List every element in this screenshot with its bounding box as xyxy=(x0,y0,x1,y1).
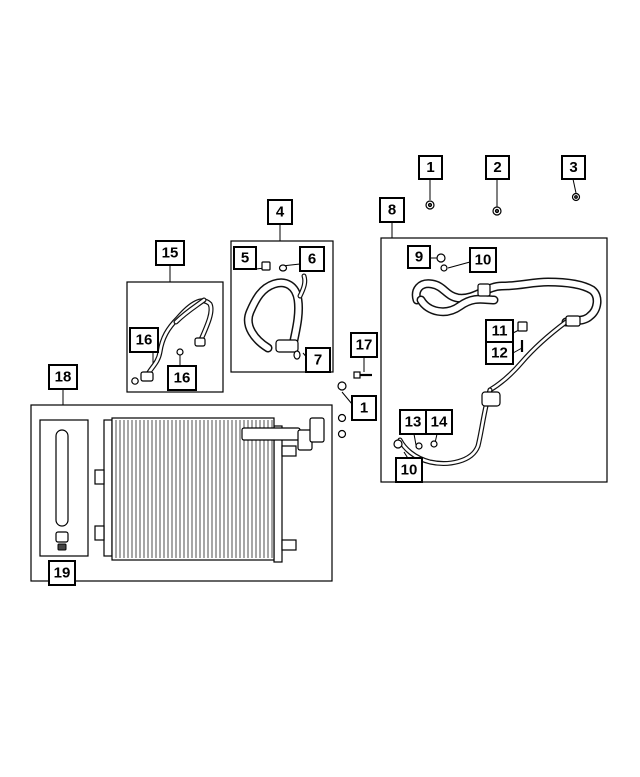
frame-group-8 xyxy=(380,237,608,483)
callout-2: 2 xyxy=(485,155,510,180)
callout-7: 7 xyxy=(305,347,331,373)
condenser-fins xyxy=(115,420,273,558)
svg-text:17: 17 xyxy=(356,337,373,354)
callout-17: 17 xyxy=(350,332,378,358)
svg-text:9: 9 xyxy=(415,249,423,266)
svg-text:4: 4 xyxy=(276,204,285,221)
receiver-drier-icon-19 xyxy=(39,419,89,557)
svg-text:3: 3 xyxy=(569,159,577,176)
callout-11: 11 xyxy=(485,319,514,343)
leader-lines xyxy=(62,178,577,461)
svg-text:10: 10 xyxy=(475,252,492,269)
callout-3: 3 xyxy=(561,155,586,180)
svg-text:16: 16 xyxy=(174,370,191,387)
condenser-icon xyxy=(94,417,325,563)
nut-icon-3 xyxy=(571,192,581,202)
svg-text:11: 11 xyxy=(492,323,508,340)
nut-icon-2 xyxy=(492,206,502,216)
bolt-icon-17 xyxy=(353,371,372,379)
svg-text:16: 16 xyxy=(136,332,153,349)
svg-text:1: 1 xyxy=(426,159,434,176)
callout-9: 9 xyxy=(407,245,431,269)
callouts: 1 2 3 4 8 15 5 6 9 10 11 12 16 16 7 17 1… xyxy=(48,155,586,586)
hose-icon-4 xyxy=(243,261,308,360)
frame-group-15 xyxy=(126,281,224,393)
svg-text:14: 14 xyxy=(431,414,448,431)
callout-16-left: 16 xyxy=(129,327,159,353)
svg-text:10: 10 xyxy=(401,462,418,479)
svg-text:15: 15 xyxy=(162,245,179,262)
frame-group-4 xyxy=(230,240,334,373)
callout-19: 19 xyxy=(48,560,76,586)
nut-icon-1 xyxy=(425,200,435,210)
callout-15: 15 xyxy=(155,240,185,266)
callout-18: 18 xyxy=(48,364,78,390)
svg-text:18: 18 xyxy=(55,369,72,386)
callout-5: 5 xyxy=(233,246,257,270)
callout-12: 12 xyxy=(485,341,514,365)
frame-group-18 xyxy=(30,404,333,582)
svg-text:8: 8 xyxy=(388,202,396,219)
callout-10-top: 10 xyxy=(469,247,497,273)
nuts-icon-1b xyxy=(337,381,347,439)
callout-8: 8 xyxy=(379,197,405,223)
svg-text:1: 1 xyxy=(360,400,368,417)
hose-icon-8 xyxy=(393,253,602,466)
svg-text:7: 7 xyxy=(314,352,322,369)
callout-16-right: 16 xyxy=(167,365,197,391)
callout-13: 13 xyxy=(399,409,427,435)
callout-1-lower: 1 xyxy=(351,395,377,421)
svg-text:13: 13 xyxy=(405,414,422,431)
svg-text:19: 19 xyxy=(54,565,71,582)
svg-text:2: 2 xyxy=(493,159,501,176)
callout-4: 4 xyxy=(267,199,293,225)
callout-14: 14 xyxy=(425,409,453,435)
callout-6: 6 xyxy=(299,246,325,272)
hose-icon-15 xyxy=(131,297,214,385)
svg-text:6: 6 xyxy=(308,251,316,268)
callout-10-bottom: 10 xyxy=(395,457,423,483)
svg-text:5: 5 xyxy=(241,250,249,267)
callout-1: 1 xyxy=(418,155,443,180)
svg-text:12: 12 xyxy=(491,345,508,362)
